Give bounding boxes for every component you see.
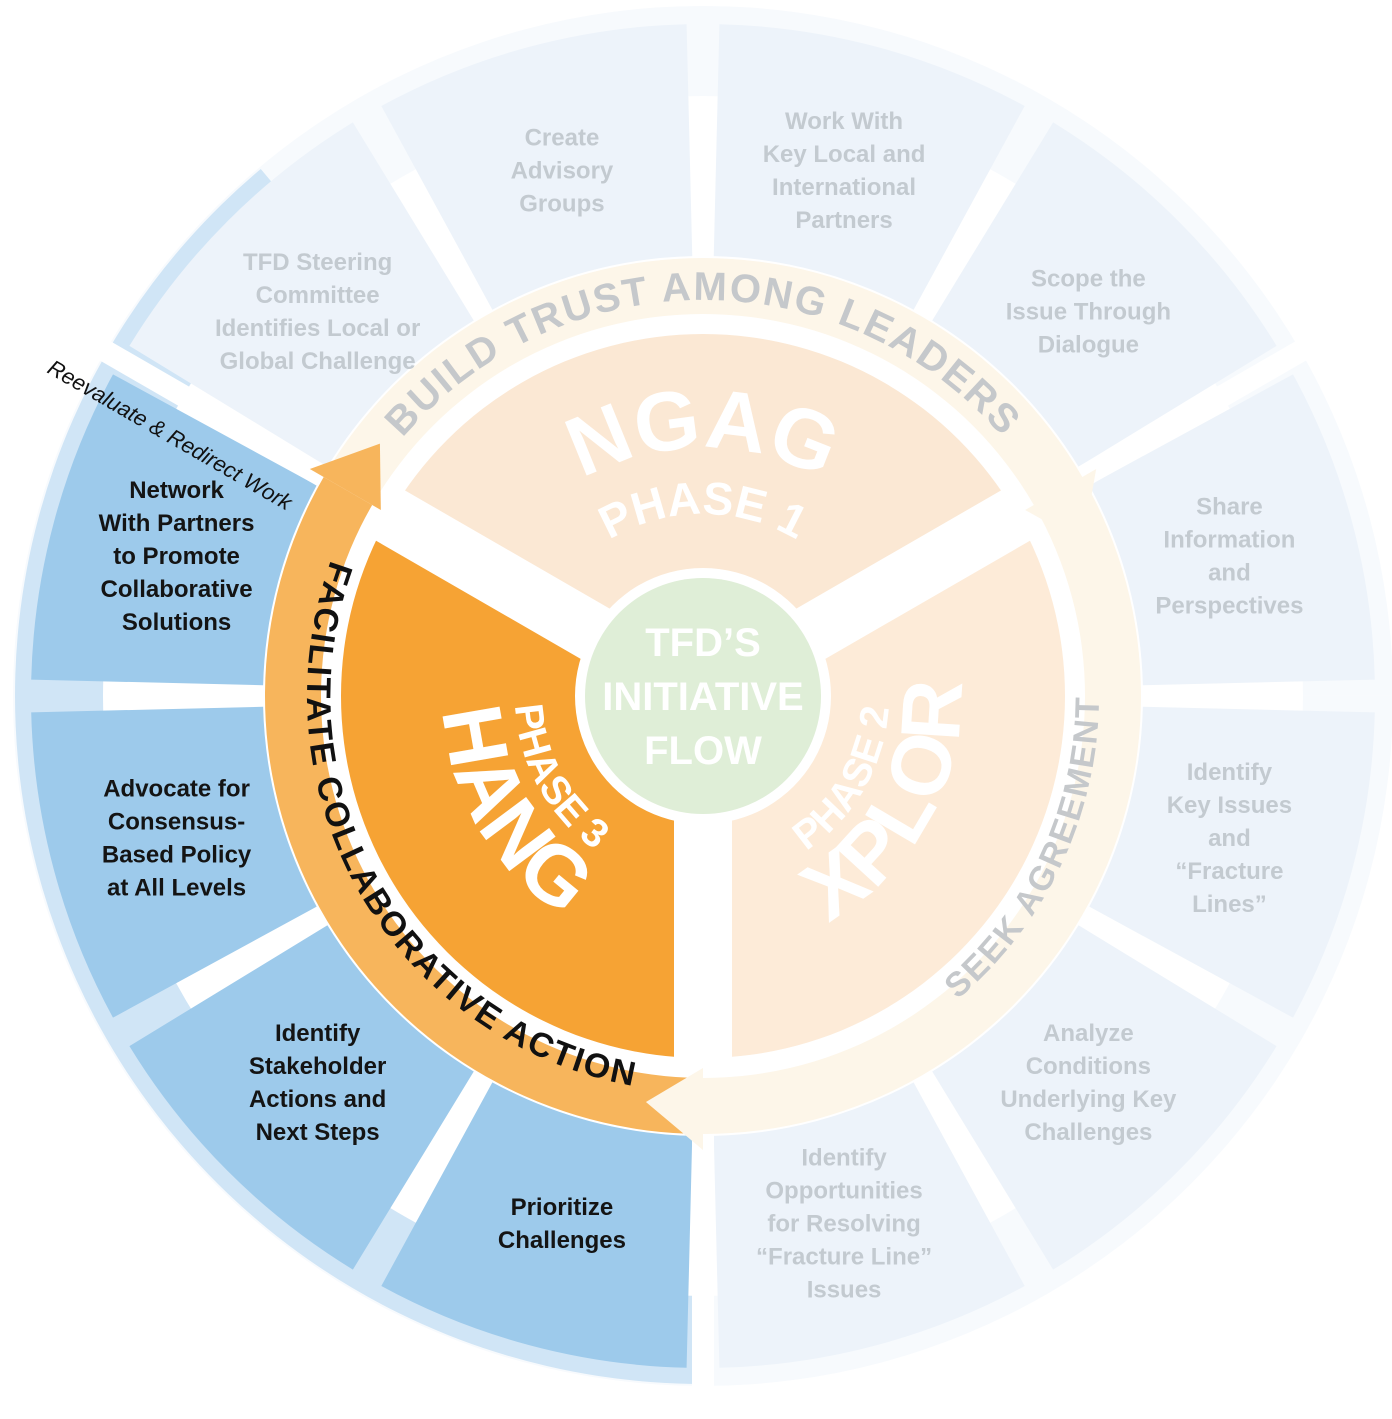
step-segment bbox=[1089, 706, 1375, 1018]
step-segment bbox=[31, 706, 317, 1018]
step-label-line: With Partners bbox=[99, 510, 255, 537]
step-label-line: Perspectives bbox=[1155, 592, 1303, 619]
outer-segments bbox=[31, 24, 1375, 1396]
step-label-line: Issues bbox=[807, 1276, 882, 1303]
center-circle bbox=[585, 578, 821, 814]
step-label-line: “Fracture Line” bbox=[756, 1243, 932, 1270]
step-label-line: Conditions bbox=[1026, 1053, 1151, 1080]
step-segment bbox=[31, 374, 317, 686]
step-label-line: Groups bbox=[519, 191, 604, 218]
sector-engage bbox=[389, 333, 1017, 632]
step-label-line: Based Policy bbox=[102, 842, 252, 869]
sector-divider bbox=[795, 487, 1035, 660]
sector-divider bbox=[371, 487, 611, 660]
step-label-line: at All Levels bbox=[107, 875, 246, 902]
center-text: FLOW bbox=[644, 729, 762, 773]
step-label-line: Challenges bbox=[1024, 1119, 1152, 1146]
step-label-line: Stakeholder bbox=[249, 1053, 386, 1080]
step-label-line: TFD Steering bbox=[243, 249, 392, 276]
step-label-line: International bbox=[772, 174, 916, 201]
step-label-line: Analyze bbox=[1043, 1020, 1134, 1047]
step-label-line: Partners bbox=[795, 207, 892, 234]
step-label-line: Actions and bbox=[249, 1086, 386, 1113]
step-label-line: Next Steps bbox=[256, 1119, 380, 1146]
step-label-line: Challenges bbox=[498, 1227, 626, 1254]
step-segment bbox=[129, 122, 474, 467]
center-hub: TFD’S INITIATIVE FLOW bbox=[585, 578, 821, 814]
step-label-line: to Promote bbox=[113, 543, 240, 570]
step-label-line: Advocate for bbox=[103, 776, 250, 803]
arrow-head bbox=[309, 443, 381, 510]
step-segment bbox=[932, 122, 1277, 467]
step-label-line: Opportunities bbox=[765, 1177, 922, 1204]
step-segment bbox=[129, 925, 474, 1270]
center-text: TFD’S bbox=[645, 621, 761, 665]
phase-divider bbox=[91, 336, 337, 491]
phase-divider bbox=[1069, 336, 1315, 491]
step-label-line: Key Issues bbox=[1167, 792, 1292, 819]
step-label-line: “Fracture bbox=[1175, 858, 1283, 885]
step-label-line: Issue Through bbox=[1006, 299, 1171, 326]
step-label-line: Underlying Key bbox=[1000, 1086, 1177, 1113]
step-label-line: Information bbox=[1163, 526, 1295, 553]
step-label-line: Share bbox=[1196, 493, 1263, 520]
sector-explore bbox=[703, 515, 1065, 1058]
step-label-line: Work With bbox=[785, 108, 903, 135]
arc-active bbox=[264, 477, 690, 1134]
step-label-line: Solutions bbox=[122, 609, 231, 636]
step-label-line: for Resolving bbox=[767, 1210, 920, 1237]
step-label-line: Prioritize bbox=[511, 1194, 614, 1221]
step-label-line: Dialogue bbox=[1038, 332, 1139, 359]
step-label-line: Identify bbox=[1187, 759, 1273, 786]
phase-sectors bbox=[341, 333, 1065, 1062]
step-label-line: Collaborative bbox=[101, 576, 253, 603]
step-segment bbox=[932, 925, 1277, 1270]
sector-change bbox=[341, 515, 703, 1058]
step-label-line: Key Local and bbox=[763, 141, 926, 168]
step-label-line: and bbox=[1208, 825, 1251, 852]
step-segment bbox=[713, 24, 1025, 310]
step-label-line: and bbox=[1208, 559, 1251, 586]
step-segment bbox=[713, 1082, 1025, 1368]
step-label-line: Network bbox=[129, 477, 224, 504]
arrow-head bbox=[645, 1068, 703, 1150]
step-segment bbox=[381, 1082, 693, 1368]
step-label-line: Identifies Local or bbox=[215, 315, 420, 342]
step-segment bbox=[1089, 374, 1375, 686]
arrow-head bbox=[1025, 469, 1097, 543]
step-label-line: Identify bbox=[275, 1020, 361, 1047]
step-label-line: Advisory bbox=[511, 158, 614, 185]
center-text: INITIATIVE bbox=[602, 675, 803, 719]
phase-arrows bbox=[264, 258, 1142, 1150]
step-label-line: Global Challenge bbox=[220, 348, 416, 375]
step-label-line: Create bbox=[525, 125, 600, 152]
step-segment bbox=[381, 24, 693, 310]
step-label-line: Consensus- bbox=[108, 809, 245, 836]
step-label-line: Scope the bbox=[1031, 266, 1146, 293]
step-label-line: Identify bbox=[801, 1144, 887, 1171]
step-label-line: Lines” bbox=[1192, 891, 1267, 918]
step-label-line: Committee bbox=[256, 282, 380, 309]
